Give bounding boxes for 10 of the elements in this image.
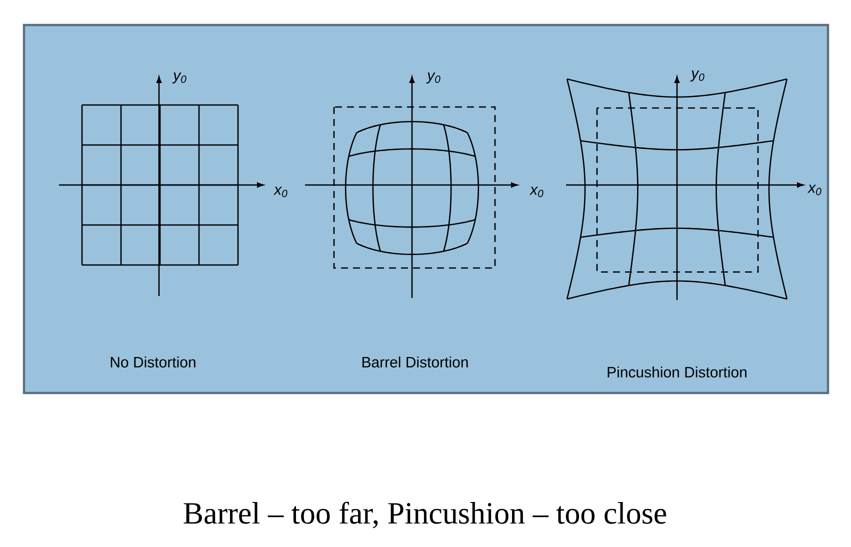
axis-label: x$_{0}$ <box>808 184 822 196</box>
caption: Barrel – too far, Pincushion – too close <box>184 502 666 528</box>
panel-title: No Distortion <box>110 356 196 368</box>
axis-label: y$_{0}$ <box>690 70 704 82</box>
axis-label: x$_{0}$ <box>530 186 544 198</box>
axis-label: y$_{0}$ <box>426 72 440 84</box>
axis-label: y$_{0}$ <box>172 72 186 84</box>
axis-label: x$_{0}$ <box>274 186 288 198</box>
panel-title: Barrel Distortion <box>362 356 468 368</box>
panel-title: Pincushion Distortion <box>608 366 746 378</box>
